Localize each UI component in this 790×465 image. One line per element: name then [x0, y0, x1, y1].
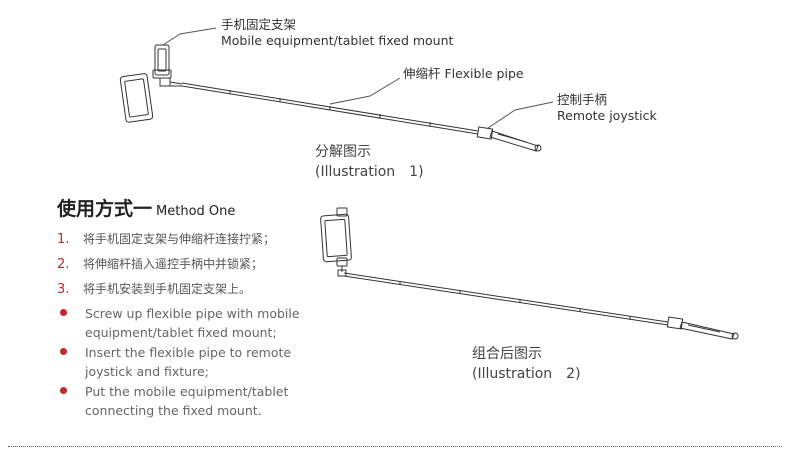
step-number: 2.	[57, 257, 70, 272]
illustration-1-en: (Illustration 1)	[315, 164, 424, 180]
bullet-dot-icon	[60, 309, 67, 316]
illustration-2-cn: 组合后图示	[472, 346, 542, 362]
bullet-line: connecting the fixed mount.	[85, 403, 262, 418]
step-number: 1.	[57, 232, 70, 247]
assembled-view-drawing	[320, 207, 739, 340]
mount-label-en: Mobile equipment/tablet fixed mount	[221, 33, 454, 48]
method-title: 使用方式一	[57, 198, 153, 220]
joystick-label-en: Remote joystick	[557, 108, 657, 123]
step-number: 3.	[57, 282, 70, 297]
joystick-handle	[489, 130, 539, 152]
bullet-line: equipment/tablet fixed mount;	[85, 325, 277, 340]
step-1: 1. 将手机固定支架与伸缩杆连接拧紧；	[57, 230, 275, 249]
illustration-1-caption: 分解图示 (Illustration 1)	[315, 142, 424, 182]
assembled-pipe	[343, 272, 669, 326]
exploded-view-drawing	[119, 27, 554, 152]
bullet-line: Put the mobile equipment/tablet	[85, 384, 289, 399]
step-2: 2. 将伸缩杆插入遥控手柄中并锁紧；	[57, 255, 263, 274]
bullet-dot-icon	[60, 387, 67, 394]
joystick-leader-line	[487, 101, 554, 129]
bullet-line: Insert the flexible pipe to remote	[85, 345, 292, 360]
mount-callout: 手机固定支架 Mobile equipment/tablet fixed mou…	[221, 17, 453, 49]
step-3: 3. 将手机安装到手机固定支架上。	[57, 280, 251, 299]
step-text: 将手机固定支架与伸缩杆连接拧紧；	[83, 232, 276, 246]
illustration-1-cn: 分解图示	[315, 144, 371, 160]
bullet-dot-icon	[60, 348, 67, 355]
phone-device	[119, 73, 154, 123]
illustration-2-caption: 组合后图示 (Illustration 2)	[472, 344, 581, 384]
pipe-callout: 伸缩杆 Flexible pipe	[403, 66, 524, 81]
step-text: 将伸缩杆插入遥控手柄中并锁紧；	[83, 257, 264, 271]
mount-leader-line	[162, 27, 217, 46]
mount-label-cn: 手机固定支架	[221, 17, 297, 32]
pipe-leader-line	[329, 77, 401, 105]
bottom-divider	[8, 446, 782, 447]
bullet-text: Screw up flexible pipe with mobile equip…	[85, 304, 300, 342]
assembled-phone	[320, 213, 352, 263]
bullet-text: Insert the flexible pipe to remote joyst…	[85, 343, 291, 381]
joystick-label-cn: 控制手柄	[557, 92, 608, 107]
joystick-callout: 控制手柄 Remote joystick	[557, 92, 657, 124]
bullet-line: Screw up flexible pipe with mobile	[85, 306, 300, 321]
step-text: 将手机安装到手机固定支架上。	[83, 282, 252, 296]
bullet-text: Put the mobile equipment/tablet connecti…	[85, 382, 288, 420]
bullet-line: joystick and fixture;	[85, 364, 209, 379]
joystick-head	[476, 126, 494, 140]
illustration-2-en: (Illustration 2)	[472, 366, 581, 382]
method-subtitle: Method One	[156, 204, 236, 219]
fixed-mount-clamp	[154, 44, 170, 76]
